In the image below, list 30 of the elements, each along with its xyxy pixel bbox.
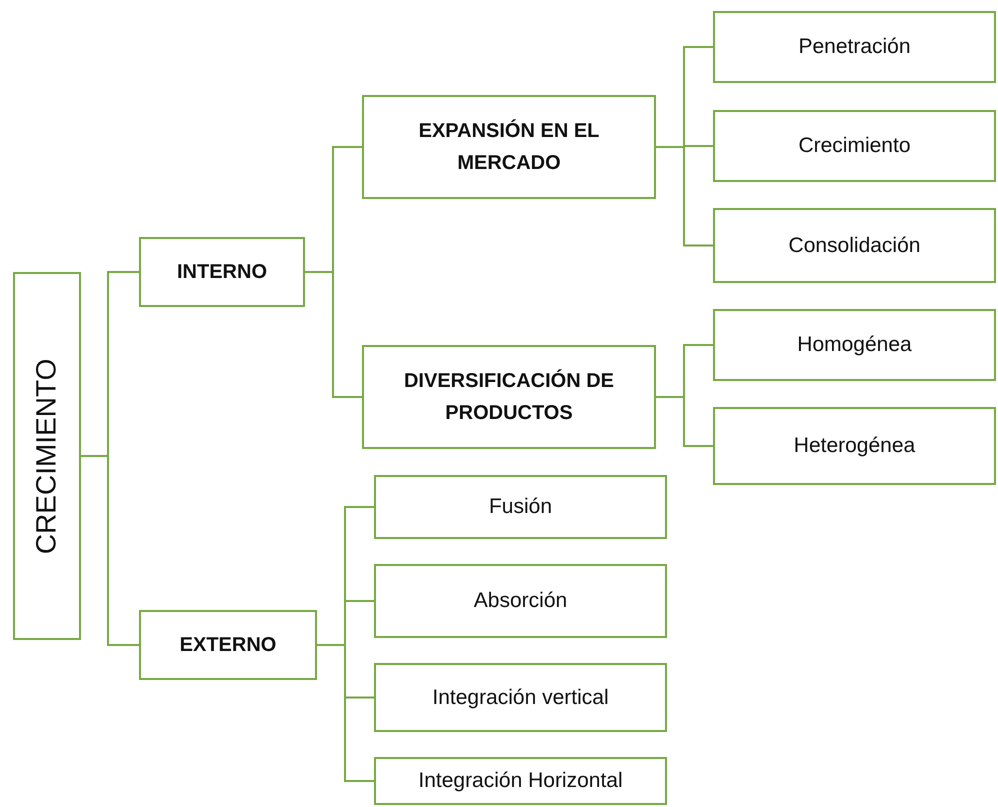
item-box (374, 564, 667, 638)
item-box (713, 110, 996, 182)
node-label: Crecimiento (797, 133, 912, 160)
node-label: Consolidación (788, 232, 922, 259)
node-label: DIVERSIFICACIÓN DE PRODUCTOS (402, 368, 616, 426)
root-label: CRECIMIENTO (30, 357, 63, 556)
node-label: EXPANSIÓN EN EL MERCADO (418, 118, 600, 176)
connector-line (81, 455, 139, 646)
item-box (713, 407, 996, 485)
item-box (713, 309, 996, 381)
node-label: Penetración (797, 34, 912, 60)
node-label: Integración vertical (431, 684, 610, 711)
node-label: EXTERNO (178, 633, 278, 658)
node-label: Integración Horizontal (417, 768, 624, 794)
item-box (713, 11, 996, 83)
node-label: INTERNO (176, 260, 268, 285)
item-box (374, 475, 667, 539)
category-box (139, 610, 317, 680)
category-box (362, 345, 656, 449)
item-box (374, 663, 667, 732)
category-box (139, 237, 305, 307)
connector-line (656, 146, 713, 246)
item-box (374, 757, 667, 805)
item-box (713, 208, 996, 283)
node-label: Heterogénea (792, 433, 916, 460)
category-box (362, 95, 656, 199)
node-label: Absorción (472, 588, 568, 614)
node-label: Fusión (488, 494, 554, 520)
node-label: Homogénea (796, 332, 913, 358)
root-box (13, 272, 81, 640)
